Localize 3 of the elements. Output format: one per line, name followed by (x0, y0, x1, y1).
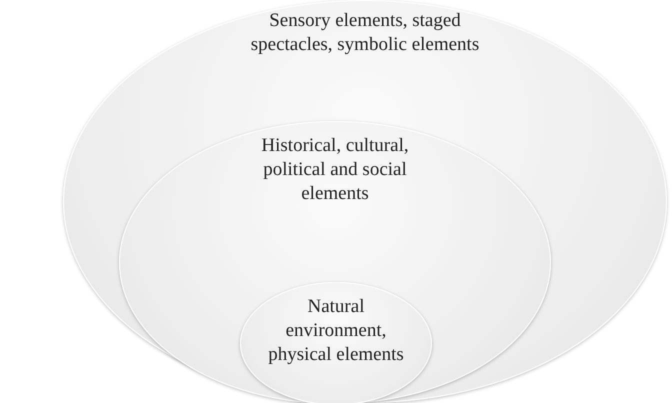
ellipse-label: Historical, cultural, political and social elements (260, 134, 410, 206)
ellipse-label: Natural environment, physical elements (267, 295, 405, 367)
ellipse-label: Sensory elements, staged spectacles, symbolic elements (250, 9, 480, 57)
